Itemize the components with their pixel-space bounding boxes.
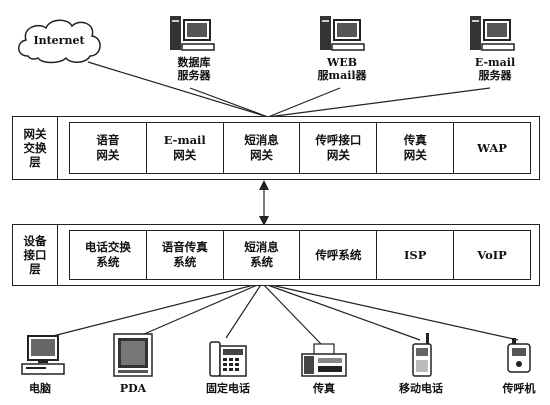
web-server-label: WEB 服mail器 [317, 56, 367, 82]
email-gateway: E-mail 网关 [147, 123, 224, 173]
device-label-computer: 电脑 [29, 382, 51, 395]
email-server-label: E-mail 服务器 [474, 56, 516, 82]
device-label-fax: 传真 [313, 382, 335, 395]
device-label-pda: PDA [119, 382, 147, 395]
gateway-layer: 网关 交换 层 语音 网关 E-mail 网关 短消息 网关 传呼接口 网关 传… [12, 116, 540, 180]
server-computer-icon [470, 16, 515, 51]
desk-phone-icon [209, 341, 247, 377]
sms-gateway: 短消息 网关 [224, 123, 301, 173]
pager-icon [507, 338, 531, 373]
db-server-label: 数据库 服务器 [177, 56, 211, 82]
fax-machine-icon [301, 343, 347, 377]
device-interface-layer-title: 设备 接口 层 [13, 225, 58, 285]
voice-gateway: 语音 网关 [70, 123, 147, 173]
server-computer-icon [320, 16, 365, 51]
desktop-computer-icon [21, 335, 65, 375]
device-label-desk-phone: 固定电话 [206, 382, 250, 395]
gateway-layer-title: 网关 交换 层 [13, 117, 58, 179]
voice-fax-system: 语音传真 系统 [147, 231, 224, 279]
fax-gateway: 传真 网关 [377, 123, 455, 173]
gateway-cells: 语音 网关 E-mail 网关 短消息 网关 传呼接口 网关 传真 网关 WAP [69, 122, 531, 174]
isp-system: ISP [377, 231, 455, 279]
sms-system: 短消息 系统 [224, 231, 301, 279]
device-interface-layer: 设备 接口 层 电话交换 系统 语音传真 系统 短消息 系统 传呼系统 ISP … [12, 224, 540, 286]
phone-switch-system: 电话交换 系统 [70, 231, 147, 279]
device-label-mobile-phone: 移动电话 [399, 382, 443, 395]
cloud-icon [18, 19, 101, 64]
server-computer-icon [170, 16, 215, 51]
device-label-pager: 传呼机 [502, 382, 536, 395]
device-interface-cells: 电话交换 系统 语音传真 系统 短消息 系统 传呼系统 ISP VoIP [69, 230, 531, 280]
voip-system: VoIP [477, 247, 507, 262]
mobile-phone-icon [412, 333, 432, 377]
internet-label: Internet [33, 34, 85, 47]
wap-gateway: WAP [477, 140, 507, 155]
pda-icon [113, 333, 153, 377]
paging-interface-gateway: 传呼接口 网关 [300, 123, 378, 173]
paging-system: 传呼系统 [300, 231, 378, 279]
